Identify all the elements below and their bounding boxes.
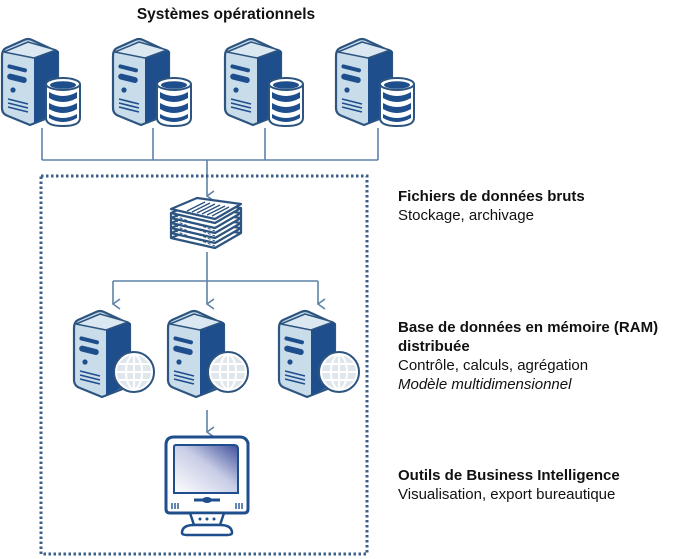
diagram-title: Systèmes opérationnels — [136, 6, 316, 23]
layer-heading-continued: distribuée — [398, 338, 470, 355]
layer-raw-files-description: Fichiers de données bruts Stockage, arch… — [398, 187, 585, 225]
data-platform-boundary — [39, 174, 369, 556]
operational-server-3 — [223, 37, 305, 128]
layer-memory-db-description: Base de données en mémoire (RAM) distrib… — [398, 318, 658, 394]
branch-connectors — [113, 252, 318, 304]
layer-heading: Outils de Business Intelligence — [398, 467, 620, 484]
memory-db-server-3 — [277, 309, 361, 399]
operational-server-2 — [111, 37, 193, 128]
memory-db-server-2 — [166, 309, 250, 399]
operational-server-4 — [334, 37, 416, 128]
monitor-icon — [164, 435, 250, 537]
memory-db-server-1 — [72, 309, 156, 399]
source-connectors — [41, 128, 379, 196]
layer-bi-tools-description: Outils de Business Intelligence Visualis… — [398, 466, 620, 504]
layer-heading: Base de données en mémoire (RAM) — [398, 319, 659, 336]
layer-detail: Visualisation, export bureautique — [398, 486, 616, 503]
file-stack-icon — [169, 196, 243, 250]
layer-detail: Stockage, archivage — [398, 207, 534, 224]
operational-server-1 — [0, 37, 82, 128]
layer-detail-italic: Modèle multidimensionnel — [398, 376, 572, 393]
layer-detail: Contrôle, calculs, agrégation — [398, 357, 589, 374]
layer-heading: Fichiers de données bruts — [398, 188, 585, 205]
